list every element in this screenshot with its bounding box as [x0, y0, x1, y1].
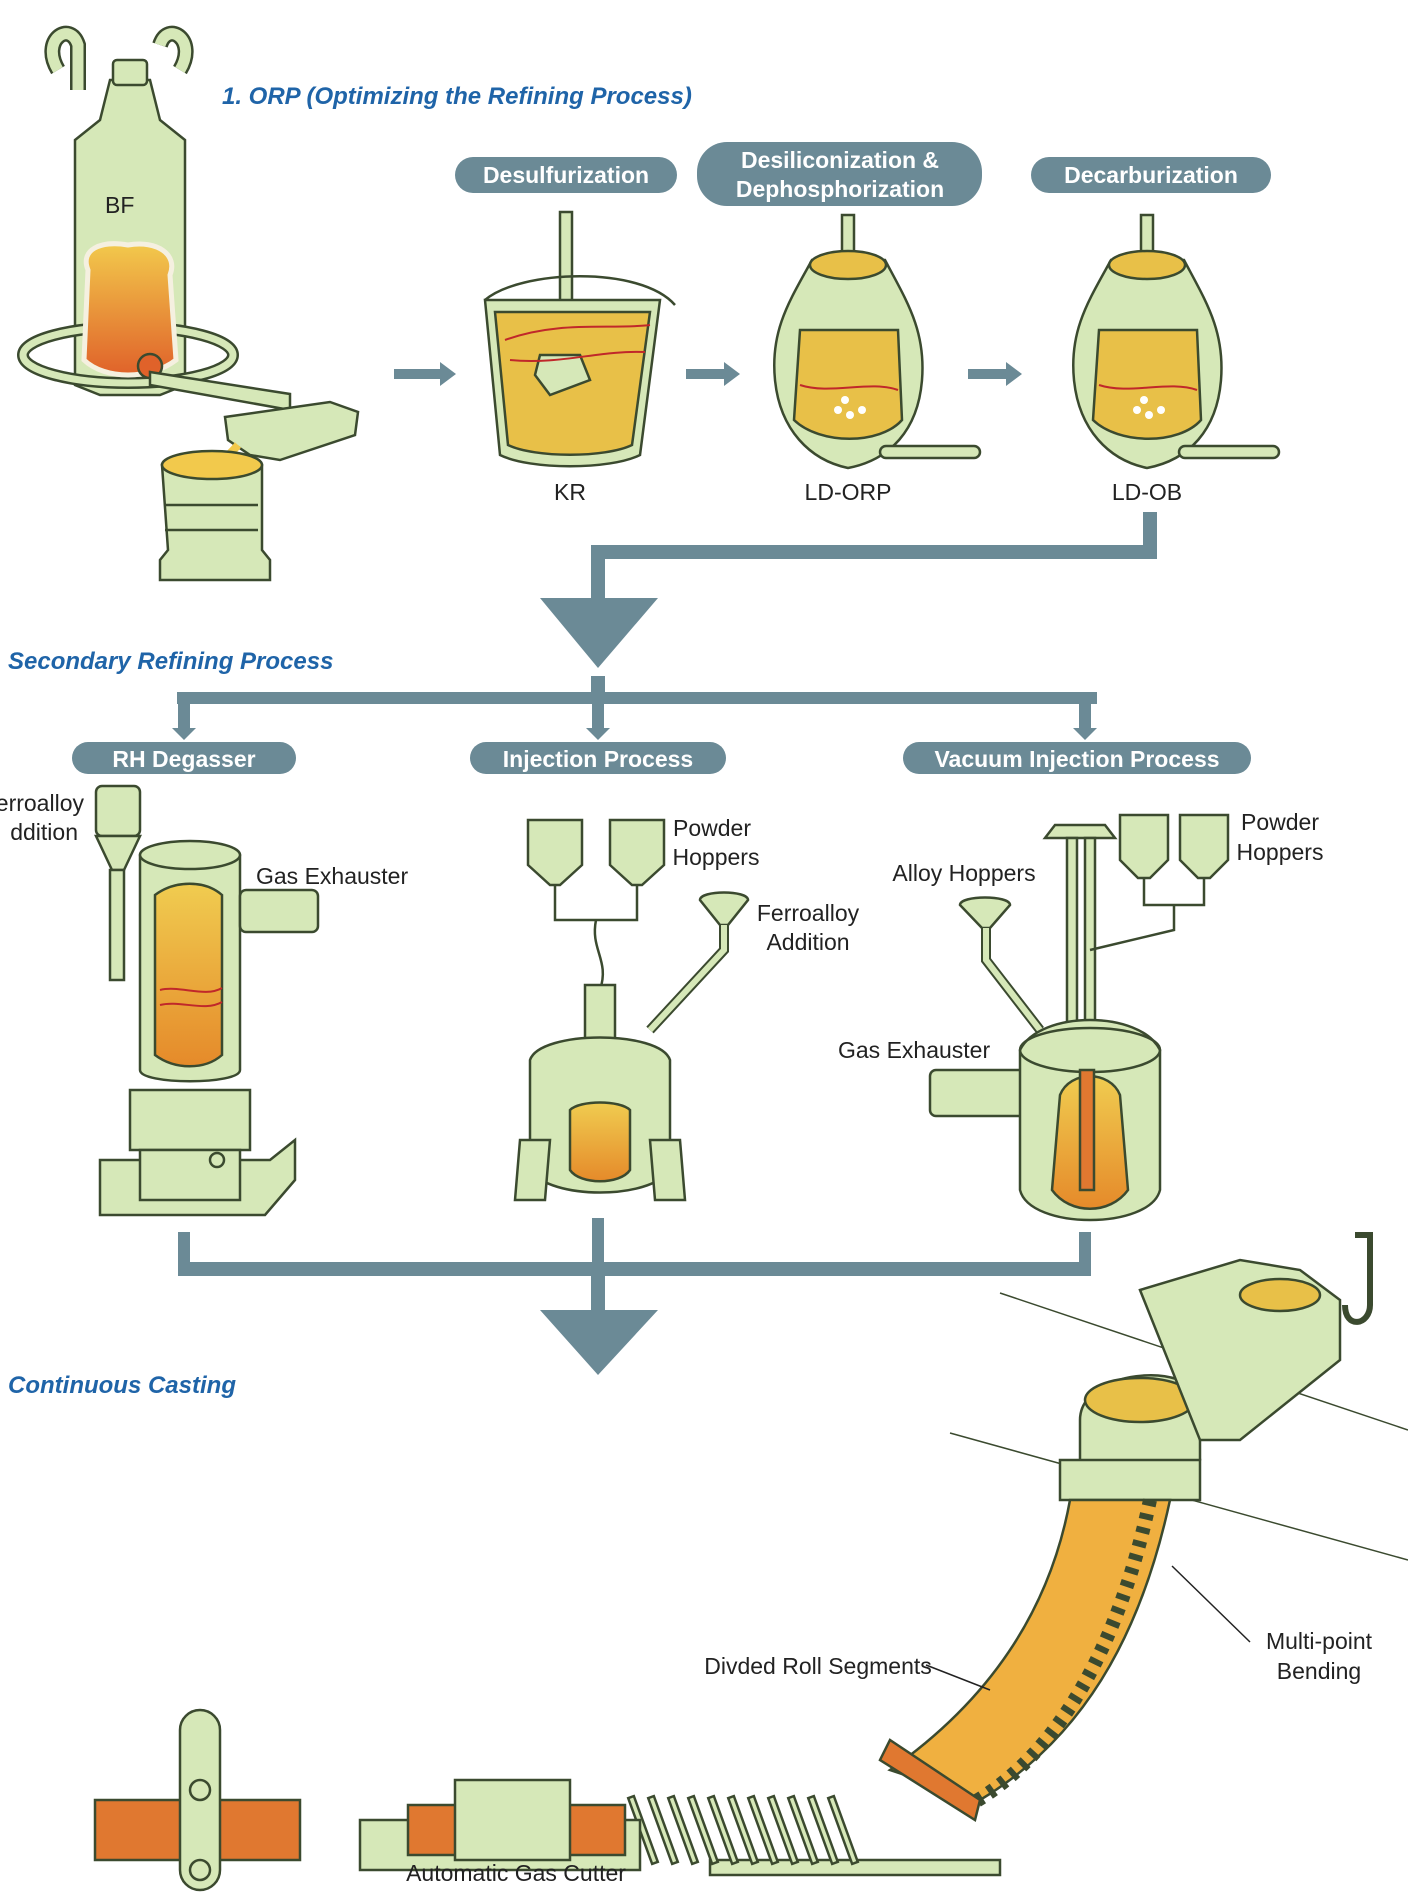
label-rh-gas-exhauster: Gas Exhauster [256, 863, 408, 889]
label-injection-powder-1: Powder [673, 815, 751, 841]
label-vac-powder-1: Powder [1241, 809, 1319, 835]
connector-orp-to-secondary [172, 512, 1157, 740]
label-kr: KR [554, 479, 586, 505]
svg-text:Injection Process: Injection Process [503, 746, 693, 772]
label-bf: BF [105, 192, 134, 218]
svg-text:Vacuum Injection Process: Vacuum Injection Process [934, 746, 1219, 772]
label-rh-ferroalloy-1: erroalloy [0, 790, 84, 816]
label-vac-gas-exhauster: Gas Exhauster [838, 1037, 990, 1063]
label-rh-ferroalloy-2: ddition [10, 819, 78, 845]
continuous-caster [95, 1235, 1408, 1890]
label-multipoint-1: Multi-point [1266, 1628, 1373, 1654]
ld-ob-converter [1073, 215, 1279, 468]
leader-multipoint [1172, 1566, 1250, 1642]
label-ld-ob: LD-OB [1112, 479, 1182, 505]
label-divided-rolls: Divded Roll Segments [704, 1653, 932, 1679]
label-injection-powder-2: Hoppers [673, 844, 760, 870]
label-gas-cutter: Automatic Gas Cutter [406, 1860, 626, 1886]
stage-pill-decarburization: Decarburization [1031, 157, 1271, 193]
stage-pill-desulfurization: Desulfurization [455, 157, 677, 193]
injection-vessel [515, 820, 748, 1200]
blast-furnace [23, 34, 358, 580]
rh-degasser [96, 786, 318, 1215]
stage-pill-rh: RH Degasser [72, 742, 296, 774]
label-injection-ferroalloy-2: Addition [766, 929, 849, 955]
ld-orp-converter [774, 215, 980, 468]
stage-pill-injection: Injection Process [470, 742, 726, 774]
section-title-secondary: Secondary Refining Process [8, 648, 333, 675]
svg-text:RH Degasser: RH Degasser [112, 746, 255, 772]
connector-secondary-to-casting [178, 1218, 1091, 1375]
label-ld-orp: LD-ORP [805, 479, 892, 505]
label-injection-ferroalloy-1: Ferroalloy [757, 900, 860, 926]
svg-text:Desiliconization &: Desiliconization & [741, 147, 939, 173]
label-alloy-hoppers: Alloy Hoppers [892, 860, 1035, 886]
section-title-orp: 1. ORP (Optimizing the Refining Process) [222, 83, 692, 110]
label-multipoint-2: Bending [1277, 1658, 1361, 1684]
leader-divided-rolls [926, 1665, 990, 1690]
section-title-casting: Continuous Casting [8, 1372, 236, 1399]
kr-vessel [485, 212, 675, 466]
stage-pill-desiliconization: Desiliconization & Dephosphorization [697, 142, 982, 206]
svg-text:Decarburization: Decarburization [1064, 162, 1238, 188]
svg-text:Dephosphorization: Dephosphorization [736, 176, 944, 202]
label-vac-powder-2: Hoppers [1237, 839, 1324, 865]
stage-pill-vacuum-injection: Vacuum Injection Process [903, 742, 1251, 774]
orp-flow-arrows [394, 362, 1022, 386]
svg-text:Desulfurization: Desulfurization [483, 162, 649, 188]
